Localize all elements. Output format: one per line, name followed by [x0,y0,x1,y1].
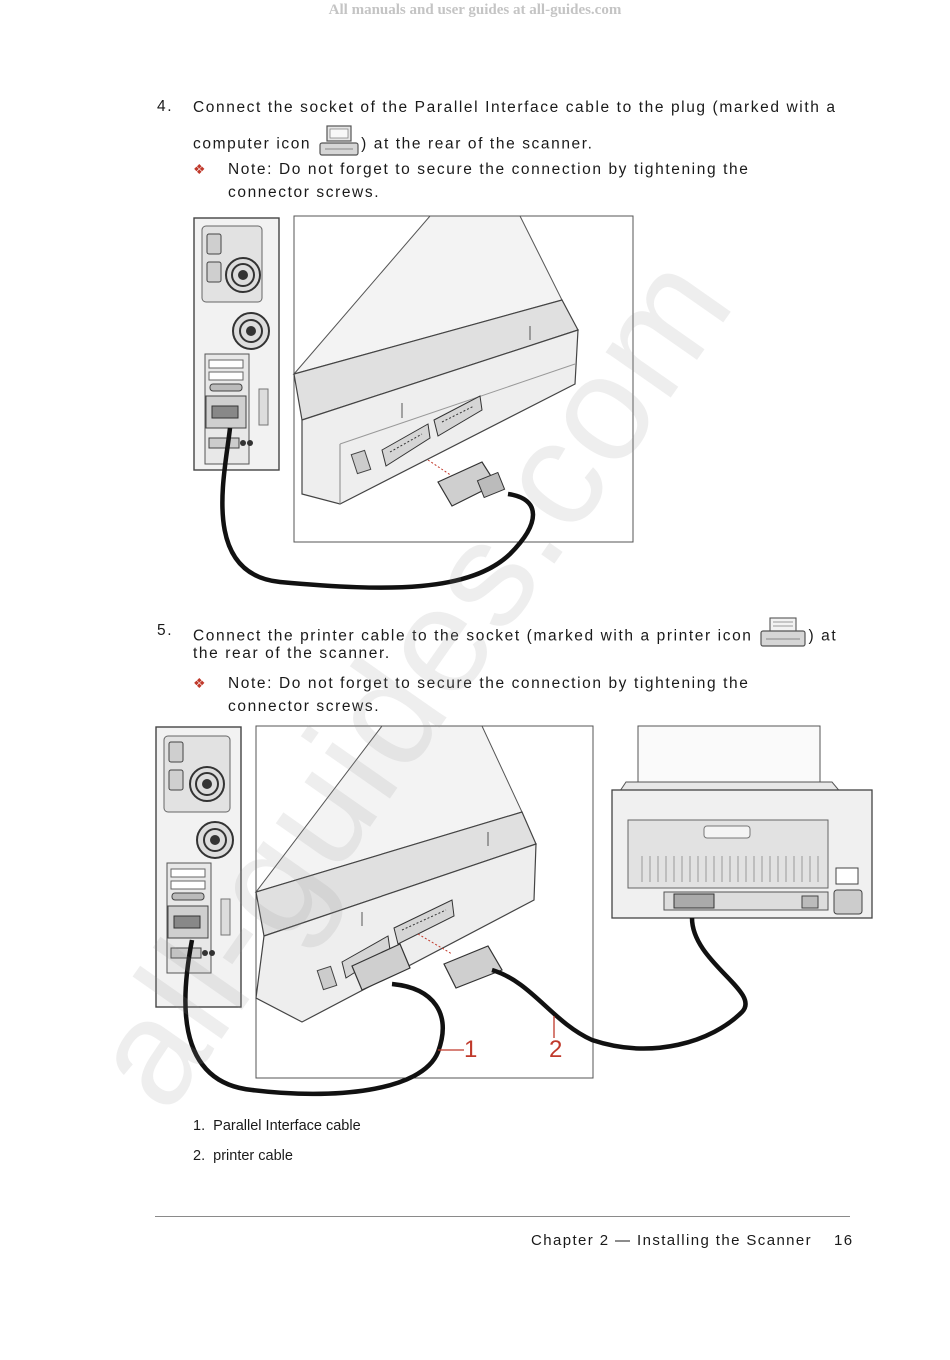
step-4-text-after-icon: ) at the rear of the scanner. [361,135,594,153]
note-diamond-icon: ❖ [193,161,206,177]
legend-number: 2. [193,1148,206,1164]
computer-tower-illustration [155,726,242,1008]
page-number: 16 [834,1232,854,1249]
step-4-line-1: Connect the socket of the Parallel Inter… [193,99,837,116]
figure-computer-scanner-connection [193,215,634,590]
printer-icon [758,616,808,657]
scanner-illustration [254,725,537,1023]
printer-cable [491,917,748,1051]
site-banner: All manuals and user guides at all-guide… [328,2,622,18]
step-5-text-after-icon: ) at [808,627,838,645]
callout-1-label: 1 [464,1036,478,1063]
step-4-line-2: computer icon ) at the rear of the scann… [193,124,594,165]
step-5-line-2: the rear of the scanner. [193,645,391,662]
parallel-cable [220,427,536,590]
legend-item: 1. Parallel Interface cable [193,1118,361,1134]
step-5-note-line-1: Note: Do not forget to secure the connec… [228,675,750,692]
legend-item: 2. printer cable [193,1148,293,1164]
callout-2-label: 2 [549,1036,563,1063]
computer-icon [317,124,361,165]
note-diamond-icon: ❖ [193,675,206,691]
footer-chapter-title: Chapter 2 — Installing the Scanner [531,1232,813,1249]
step-5-note-line-2: connector screws. [228,698,381,715]
parallel-interface-cable [183,939,445,1097]
step-5-text-before-icon: Connect the printer cable to the socket … [193,627,753,645]
step-5-line-1: Connect the printer cable to the socket … [193,616,837,657]
step-4-number: 4. [157,98,174,115]
step-4-note-line-1: Note: Do not forget to secure the connec… [228,161,750,178]
legend-label: Parallel Interface cable [213,1118,361,1134]
step-4-note-line-2: connector screws. [228,184,381,201]
scanner-illustration [292,215,579,507]
figure-printer-connection [155,725,873,1097]
step-5-number: 5. [157,622,174,639]
legend-number: 1. [193,1118,206,1134]
step-4-text-before-icon: computer icon [193,135,312,153]
footer-divider [155,1216,850,1217]
computer-tower-illustration [193,217,280,471]
legend-label: printer cable [213,1148,293,1164]
printer-illustration [611,725,873,919]
